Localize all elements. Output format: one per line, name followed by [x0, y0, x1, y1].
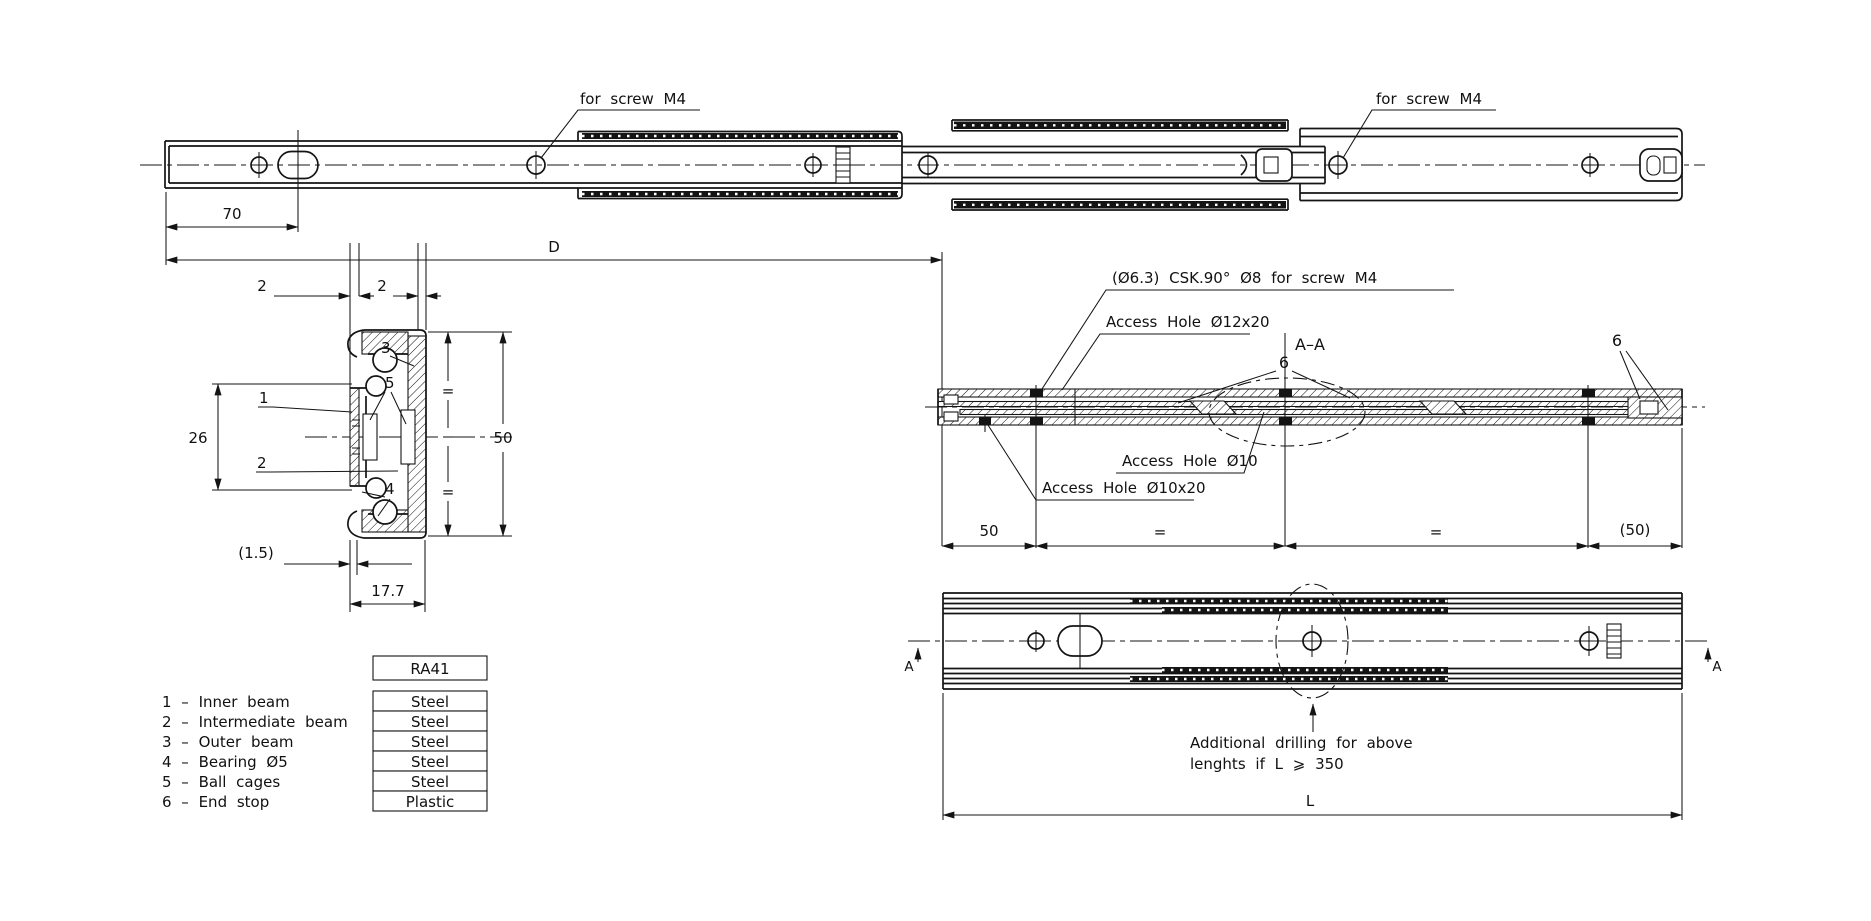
material-5: Steel	[411, 773, 449, 791]
ball-cage-left	[362, 413, 378, 461]
callout-4: 4	[385, 480, 395, 498]
dim-17-7: 17.7	[349, 582, 426, 608]
part-label-6: 6 – End stop	[162, 793, 269, 811]
section-title: A–A	[1295, 335, 1325, 354]
dim-50-cross-section: 50	[428, 331, 513, 537]
dim-D: D	[165, 238, 943, 546]
intermediate-beam	[577, 130, 903, 200]
dim-2-left-label: 2	[257, 277, 267, 295]
dim-2-left: 2	[257, 277, 374, 300]
part-label-3: 3 – Outer beam	[162, 733, 294, 751]
dim-1-5-label: (1.5)	[238, 544, 274, 562]
drilling-note: Additional drilling for above lenghts if…	[1190, 703, 1413, 773]
dim-eq1-label: =	[1154, 523, 1167, 541]
part-label-2: 2 – Intermediate beam	[162, 713, 348, 731]
callout-3: 3	[381, 339, 391, 357]
drilling-ellipse	[1275, 583, 1349, 699]
dim-50-section-label: 50	[979, 522, 998, 540]
material-1: Steel	[411, 693, 449, 711]
dim-17-7-label: 17.7	[371, 582, 404, 600]
dim-equal-cross-section: = =	[442, 331, 455, 537]
screw-callout-left: for screw M4	[540, 90, 700, 159]
inner-beam-right	[1299, 127, 1683, 202]
callout-1: 1	[259, 389, 269, 407]
screw-callout-right: for screw M4	[1342, 90, 1496, 159]
ball-bottom-outer	[372, 499, 398, 525]
dim-1-5: (1.5)	[238, 544, 412, 568]
material-6: Plastic	[406, 793, 455, 811]
material-2: Steel	[411, 713, 449, 731]
section-marker-right-label: A	[1712, 659, 1722, 675]
access-12x20-label: Access Hole Ø12x20	[1106, 313, 1270, 331]
dim-2-right: 2	[377, 277, 441, 300]
outer-beam-left	[164, 130, 902, 232]
dim-eq-bottom-label: =	[442, 483, 455, 501]
dim-50-paren-label: (50)	[1620, 521, 1651, 539]
inner-profile-parts	[349, 347, 416, 525]
screw-label-left: for screw M4	[580, 90, 686, 108]
csk-label: (Ø6.3) CSK.90° Ø8 for screw M4	[1112, 269, 1377, 287]
dim-70-label: 70	[222, 205, 241, 223]
dim-26: 26	[188, 383, 352, 491]
dim-D-label: D	[548, 238, 560, 256]
dim-26-label: 26	[188, 429, 207, 447]
dim-2-right-label: 2	[377, 277, 387, 295]
detail-ellipse	[1208, 377, 1366, 447]
ball-bottom-inner	[365, 477, 387, 499]
callout-5: 5	[385, 374, 395, 392]
callout-6-right: 6	[1612, 331, 1669, 411]
ball-top-outer	[372, 347, 398, 373]
ball-cage-bands	[951, 119, 1289, 211]
section-rail	[937, 388, 1683, 432]
note-line-1: Additional drilling for above	[1190, 734, 1413, 752]
top-view-extended: for screw M4 for screw M4 70 D	[140, 90, 1705, 546]
access-10-label: Access Hole Ø10	[1122, 452, 1258, 470]
cross-section-callouts: 3 5 1 2 4	[256, 339, 415, 517]
dim-70: 70	[165, 192, 299, 265]
section-aa-view: (Ø6.3) CSK.90° Ø8 for screw M4 Access Ho…	[925, 269, 1705, 550]
section-marker-right: A	[1704, 647, 1722, 675]
callout-2: 2	[257, 454, 267, 472]
ball-top-inner	[365, 375, 387, 397]
screw-label-right: for screw M4	[1376, 90, 1482, 108]
dim-50-cs-label: 50	[493, 429, 512, 447]
ladder-detail	[1606, 623, 1622, 659]
middle-rail	[902, 145, 1325, 185]
callout-6-mid-label: 6	[1279, 353, 1289, 372]
section-dim-chain: 50 = = (50)	[941, 521, 1683, 550]
access-10x20-callout: Access Hole Ø10x20	[987, 424, 1206, 501]
bottom-view: A A Additional drilling for above lenght…	[904, 583, 1722, 820]
dim-L: L	[942, 693, 1683, 820]
part-label-5: 5 – Ball cages	[162, 773, 280, 791]
csk-callout: (Ø6.3) CSK.90° Ø8 for screw M4	[1041, 269, 1454, 390]
callout-6-mid: 6	[1177, 353, 1351, 404]
note-line-2: lenghts if L ⩾ 350	[1190, 755, 1344, 773]
parts-list: 1 – Inner beam 2 – Intermediate beam 3 –…	[162, 693, 348, 811]
materials-table: RA41 Steel Steel Steel Steel Steel Plast…	[372, 655, 488, 812]
cross-section-view: 3 5 1 2 4 2 2 26	[188, 243, 513, 612]
bottom-rail	[942, 583, 1683, 699]
section-marker-left: A	[904, 647, 922, 675]
dim-L-label: L	[1306, 792, 1315, 810]
callout-6-right-label: 6	[1612, 331, 1622, 350]
dim-eq2-label: =	[1430, 523, 1443, 541]
material-3: Steel	[411, 733, 449, 751]
part-label-1: 1 – Inner beam	[162, 693, 290, 711]
access-10-callout: Access Hole Ø10	[1116, 411, 1265, 474]
product-code: RA41	[410, 660, 449, 678]
table-header-cell	[372, 655, 488, 681]
latch-spring	[1240, 154, 1248, 176]
ball-cage-right	[400, 409, 416, 465]
access-12x20-callout: Access Hole Ø12x20	[1061, 313, 1270, 391]
section-marker-left-label: A	[904, 659, 914, 675]
access-10x20-label: Access Hole Ø10x20	[1042, 479, 1206, 497]
material-4: Steel	[411, 753, 449, 771]
part-label-4: 4 – Bearing Ø5	[162, 753, 288, 771]
dim-eq-top-label: =	[442, 382, 455, 400]
